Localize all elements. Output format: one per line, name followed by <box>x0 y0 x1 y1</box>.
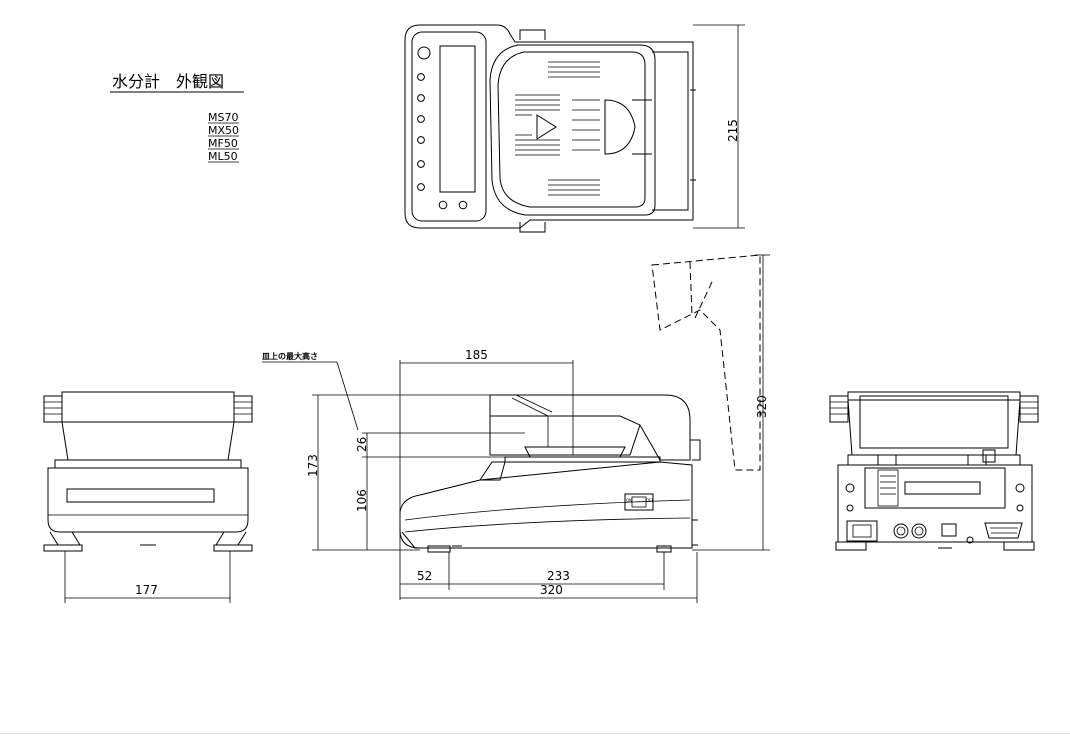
side-height-pan-dimension: 26 <box>355 437 369 452</box>
side-height-total-dimension: 173 <box>306 454 320 477</box>
model-label-4: ML50 <box>208 150 238 163</box>
top-view: 215 <box>404 24 745 233</box>
power-inlet-icon <box>846 520 878 542</box>
side-length-total-dimension: 320 <box>540 583 563 597</box>
bottom-divider <box>0 733 1070 734</box>
max-height-annotation: 皿上の最大高さ <box>262 351 318 361</box>
triangle-indicator-icon <box>536 114 557 140</box>
front-width-dimension: 177 <box>135 583 158 597</box>
side-height-body-dimension: 106 <box>355 489 369 512</box>
switch-label-off: OFF <box>646 498 654 503</box>
usb-port-icon <box>941 523 957 537</box>
drawing-title: 水分計 外観図 <box>112 72 224 91</box>
vent-slots <box>515 61 600 196</box>
serial-port-icon <box>984 522 1023 539</box>
side-offset-left-dimension: 52 <box>417 569 432 583</box>
front-view: 177 <box>43 391 253 603</box>
rear-view <box>829 391 1039 551</box>
side-height-open-dimension: 320 <box>755 395 769 418</box>
connector-round-2-icon <box>911 523 927 539</box>
side-length-top-dimension: 185 <box>465 348 488 362</box>
title-block: 水分計 外観図 MS70 MX50 MF50 ML50 <box>110 72 244 163</box>
keypad-buttons <box>417 73 468 210</box>
connector-round-1-icon <box>893 523 909 539</box>
side-view: ON OFF 185 皿上の最大高さ 173 <box>262 254 770 603</box>
model-label-3: MF50 <box>208 137 238 150</box>
top-depth-dimension: 215 <box>726 119 740 142</box>
model-label-1: MS70 <box>208 111 238 124</box>
side-foot-span-dimension: 233 <box>547 569 570 583</box>
open-cover-outline <box>651 254 761 471</box>
switch-label-on: ON <box>626 498 632 503</box>
model-label-2: MX50 <box>208 124 239 137</box>
